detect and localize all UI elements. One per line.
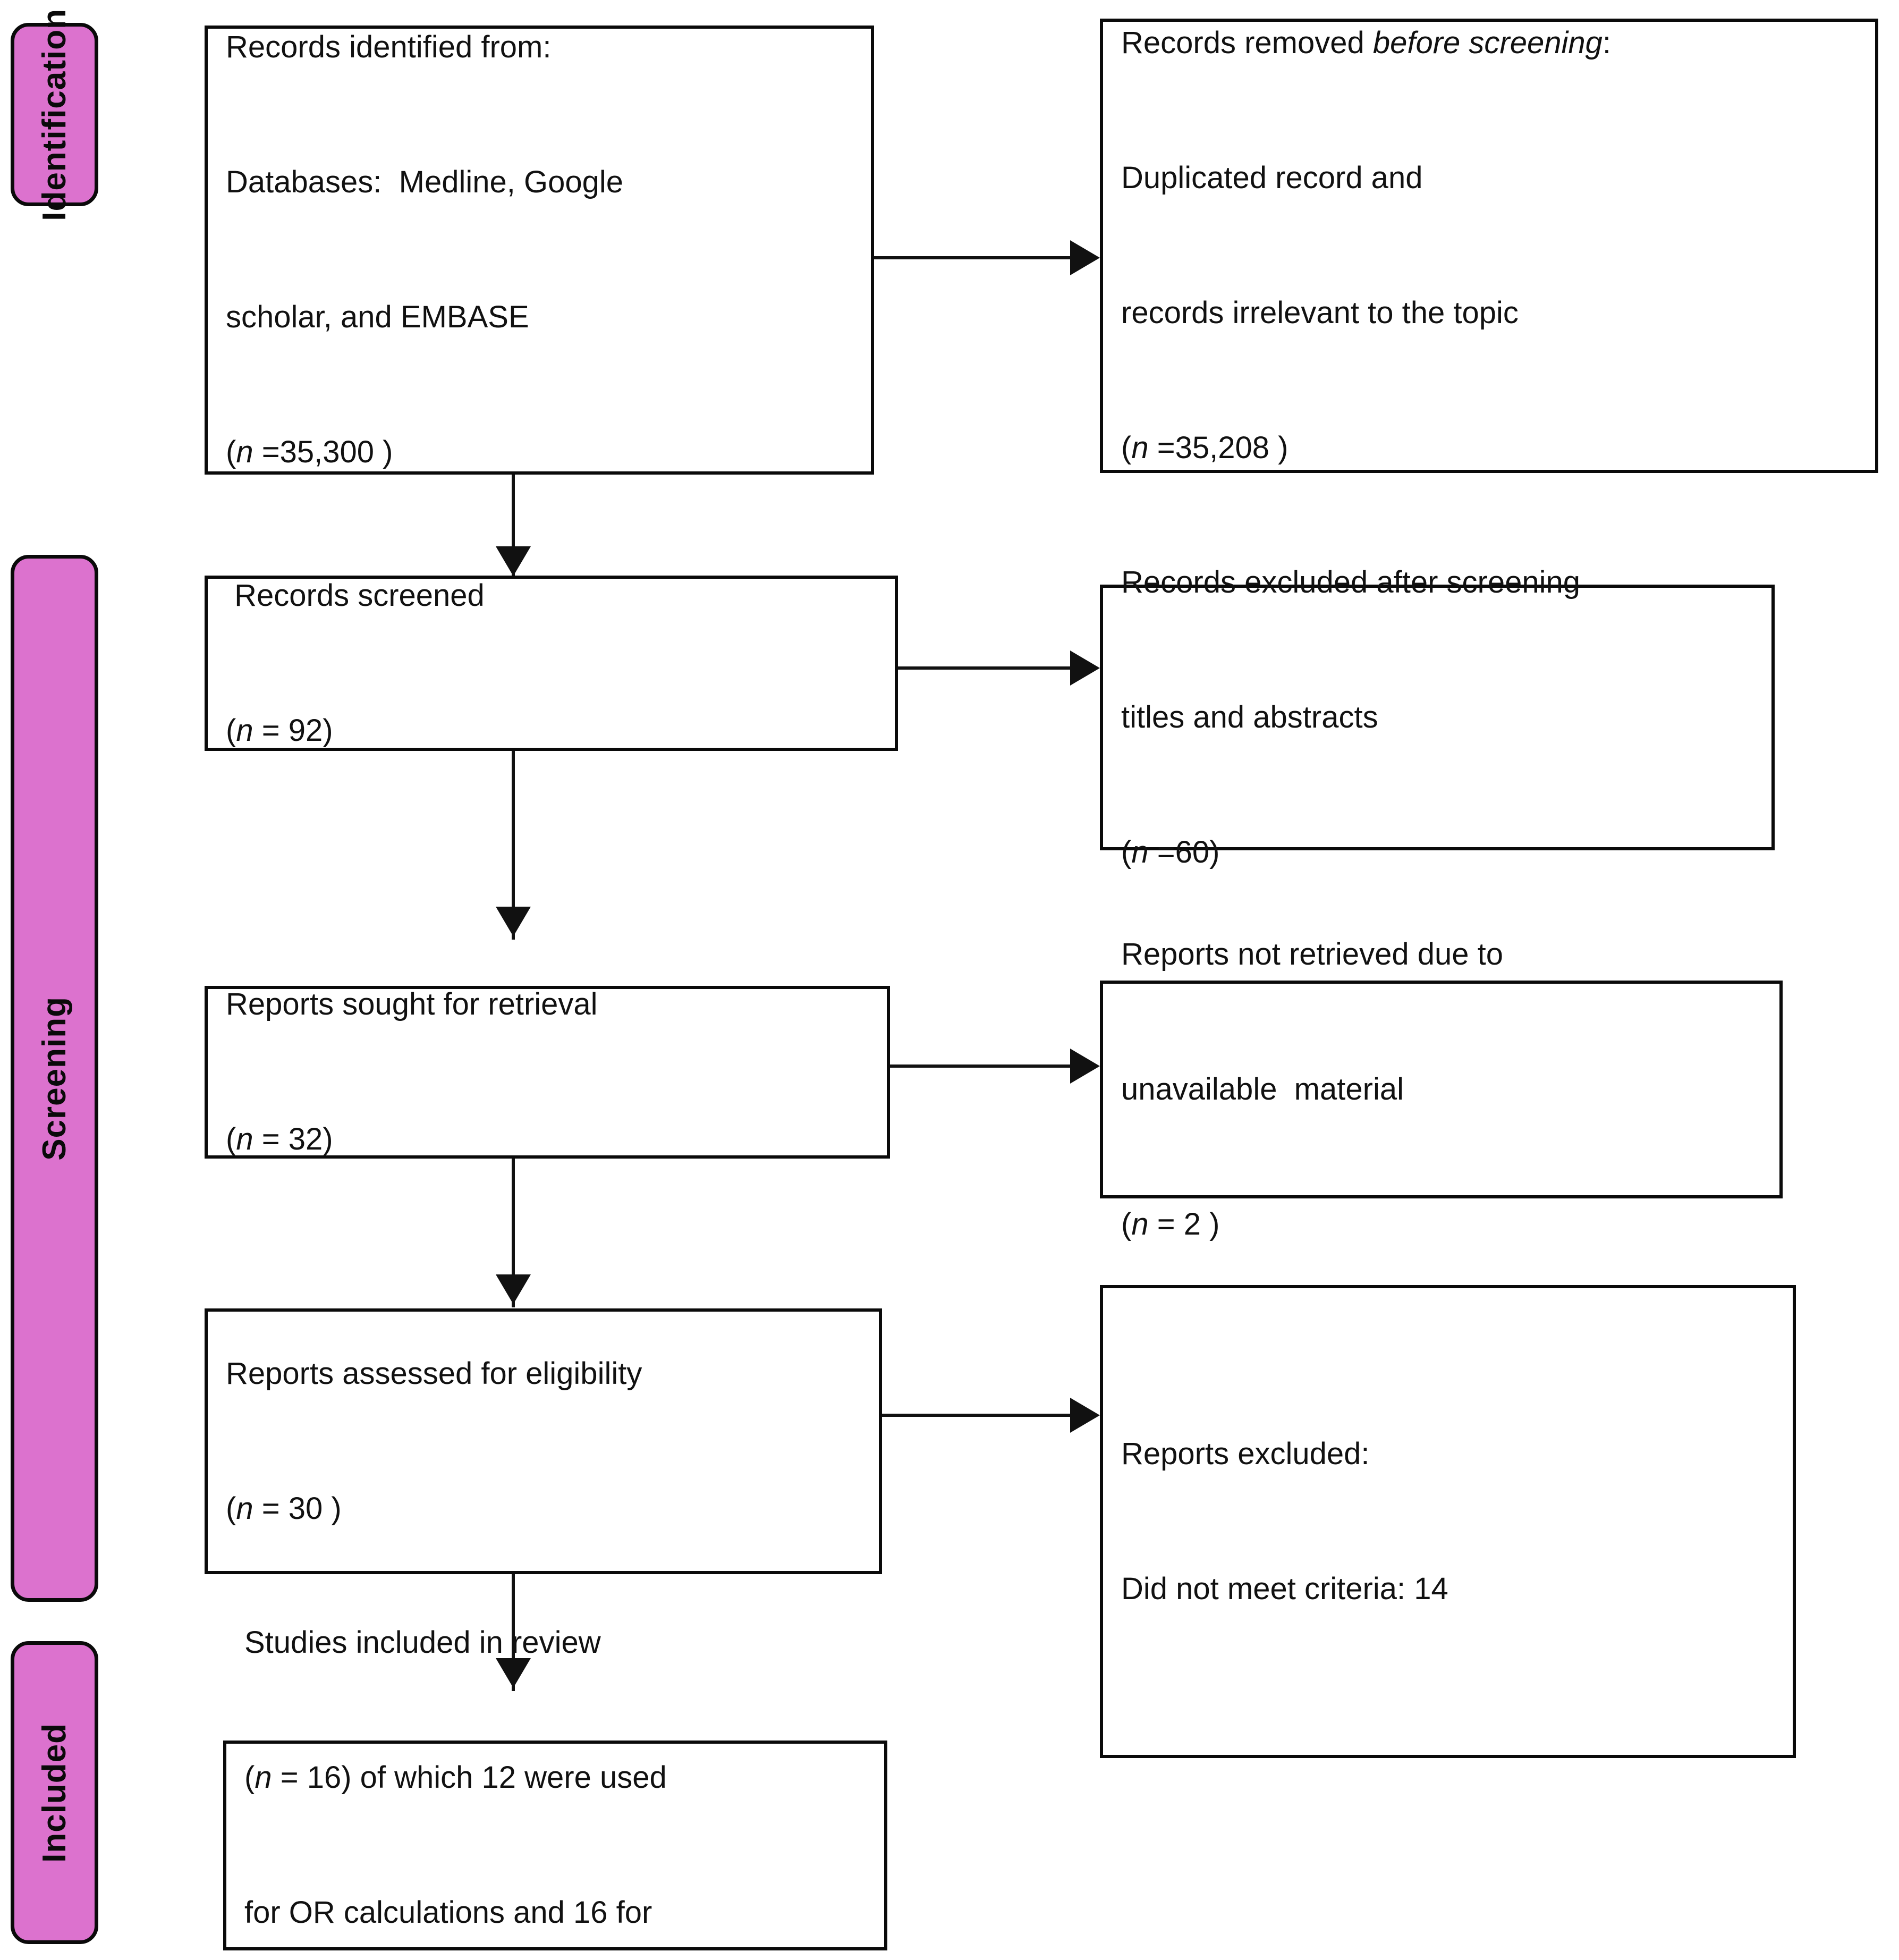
records-screened-n-value: = 92)	[253, 713, 333, 748]
reports-not-retrieved-line2: unavailable material	[1121, 1071, 1404, 1106]
records-removed-line2: Duplicated record and	[1121, 160, 1423, 196]
arrow-identified-to-removed-head	[1070, 240, 1100, 275]
stage-label-identification: Identification	[36, 8, 73, 221]
arrow-assessed-to-excluded-head	[1070, 1398, 1100, 1433]
records-identified-n-symbol: n	[236, 435, 253, 470]
box-reports-not-retrieved-text: Reports not retrieved due to unavailable…	[1103, 842, 1779, 1337]
arrow-assessed-to-included-head	[496, 1658, 531, 1688]
box-reports-sought: Reports sought for retrieval (n = 32)	[205, 986, 890, 1159]
box-records-excluded: Records excluded after screening titles …	[1100, 565, 1775, 869]
studies-included-line3: for OR calculations and 16 for	[244, 1895, 652, 1930]
reports-not-retrieved-n-symbol: n	[1131, 1206, 1149, 1241]
reports-assessed-n-open: (	[226, 1491, 236, 1526]
arrow-screened-to-sought-head	[496, 907, 531, 936]
arrow-identified-to-screened-head	[496, 546, 531, 576]
arrow-assessed-to-included-line	[512, 1574, 515, 1691]
reports-not-retrieved-n-value: = 2 )	[1148, 1206, 1220, 1241]
records-identified-line3: scholar, and EMBASE	[226, 300, 529, 335]
studies-included-line1: Studies included in review	[244, 1625, 601, 1660]
arrow-sought-to-notretrieved-line	[890, 1065, 1073, 1068]
reports-excluded-line2: Did not meet criteria: 14	[1121, 1571, 1448, 1606]
records-removed-n-value: =35,208 )	[1148, 430, 1288, 466]
records-identified-n-open: (	[226, 435, 236, 470]
box-reports-assessed: Reports assessed for eligibility (n = 30…	[205, 1308, 882, 1574]
reports-not-retrieved-n-open: (	[1121, 1206, 1132, 1241]
records-screened-line1: Records screened	[226, 578, 485, 613]
records-removed-line1-post: :	[1602, 26, 1612, 61]
arrow-screened-to-excluded-line	[898, 666, 1073, 670]
reports-sought-n-open: (	[226, 1122, 236, 1157]
box-records-screened-text: Records screened (n = 92)	[208, 483, 895, 843]
records-identified-line2: Databases: Medline, Google	[226, 165, 623, 200]
box-studies-included-text: Studies included in review (n = 16) of w…	[226, 1531, 884, 1960]
reports-not-retrieved-line1: Reports not retrieved due to	[1121, 936, 1503, 971]
box-reports-excluded-text: Reports excluded: Did not meet criteria:…	[1103, 1341, 1793, 1701]
arrow-sought-to-assessed-line	[512, 1159, 515, 1307]
box-records-removed: Records removed before screening: Duplic…	[1100, 19, 1878, 473]
arrow-screened-to-excluded-head	[1070, 650, 1100, 686]
reports-sought-n-value: = 32)	[253, 1122, 333, 1157]
box-records-identified-text: Records identified from: Databases: Medl…	[208, 0, 871, 565]
box-records-screened: Records screened (n = 92)	[205, 576, 898, 751]
box-studies-included: Studies included in review (n = 16) of w…	[223, 1625, 887, 1950]
records-excluded-n-open: (	[1121, 834, 1132, 869]
reports-assessed-n-symbol: n	[236, 1491, 253, 1526]
box-records-identified: Records identified from: Databases: Medl…	[205, 26, 874, 475]
box-reports-excluded: Reports excluded: Did not meet criteria:…	[1100, 1285, 1796, 1758]
records-screened-n-open: (	[226, 713, 236, 748]
arrow-sought-to-notretrieved-head	[1070, 1049, 1100, 1084]
records-identified-line1: Records identified from:	[226, 30, 552, 65]
records-excluded-n-symbol: n	[1131, 834, 1149, 869]
arrow-assessed-to-excluded-line	[882, 1414, 1073, 1417]
stage-label-included: Included	[36, 1722, 73, 1863]
box-reports-not-retrieved: Reports not retrieved due to unavailable…	[1100, 937, 1783, 1241]
studies-included-n-symbol: n	[255, 1760, 272, 1795]
stage-bar-included: Included	[11, 1641, 98, 1944]
arrow-identified-to-removed-line	[874, 256, 1073, 259]
reports-assessed-n-value: = 30 )	[253, 1491, 342, 1526]
stage-bar-screening: Screening	[11, 555, 98, 1602]
arrow-screened-to-sought-line	[512, 751, 515, 940]
arrow-identified-to-screened-line	[512, 475, 515, 581]
records-screened-n-symbol: n	[236, 713, 253, 748]
records-identified-n-value: =35,300 )	[253, 435, 393, 470]
records-excluded-line1: Records excluded after screening	[1121, 564, 1581, 599]
records-removed-line3: records irrelevant to the topic	[1121, 295, 1519, 331]
studies-included-n-open: (	[244, 1760, 255, 1795]
records-excluded-line2: titles and abstracts	[1121, 699, 1378, 734]
records-removed-line1-pre: Records removed	[1121, 26, 1373, 61]
records-removed-line1-italic: before screening	[1372, 26, 1603, 61]
stage-label-screening: Screening	[36, 996, 73, 1161]
box-reports-assessed-text: Reports assessed for eligibility (n = 30…	[208, 1261, 879, 1621]
reports-excluded-line1: Reports excluded:	[1121, 1436, 1370, 1471]
box-reports-sought-text: Reports sought for retrieval (n = 32)	[208, 892, 887, 1252]
stage-bar-identification: Identification	[11, 9, 98, 221]
box-records-excluded-text: Records excluded after screening titles …	[1103, 470, 1771, 965]
studies-included-n-value: = 16) of which 12 were used	[272, 1760, 667, 1795]
box-records-removed-text: Records removed before screening: Duplic…	[1103, 0, 1875, 561]
reports-sought-line1: Reports sought for retrieval	[226, 987, 598, 1022]
records-removed-n-symbol: n	[1131, 430, 1149, 466]
records-removed-n-open: (	[1121, 430, 1132, 466]
reports-assessed-line1: Reports assessed for eligibility	[226, 1356, 642, 1391]
arrow-sought-to-assessed-head	[496, 1274, 531, 1304]
records-excluded-n-value: =60)	[1148, 834, 1220, 869]
reports-sought-n-symbol: n	[236, 1122, 253, 1157]
